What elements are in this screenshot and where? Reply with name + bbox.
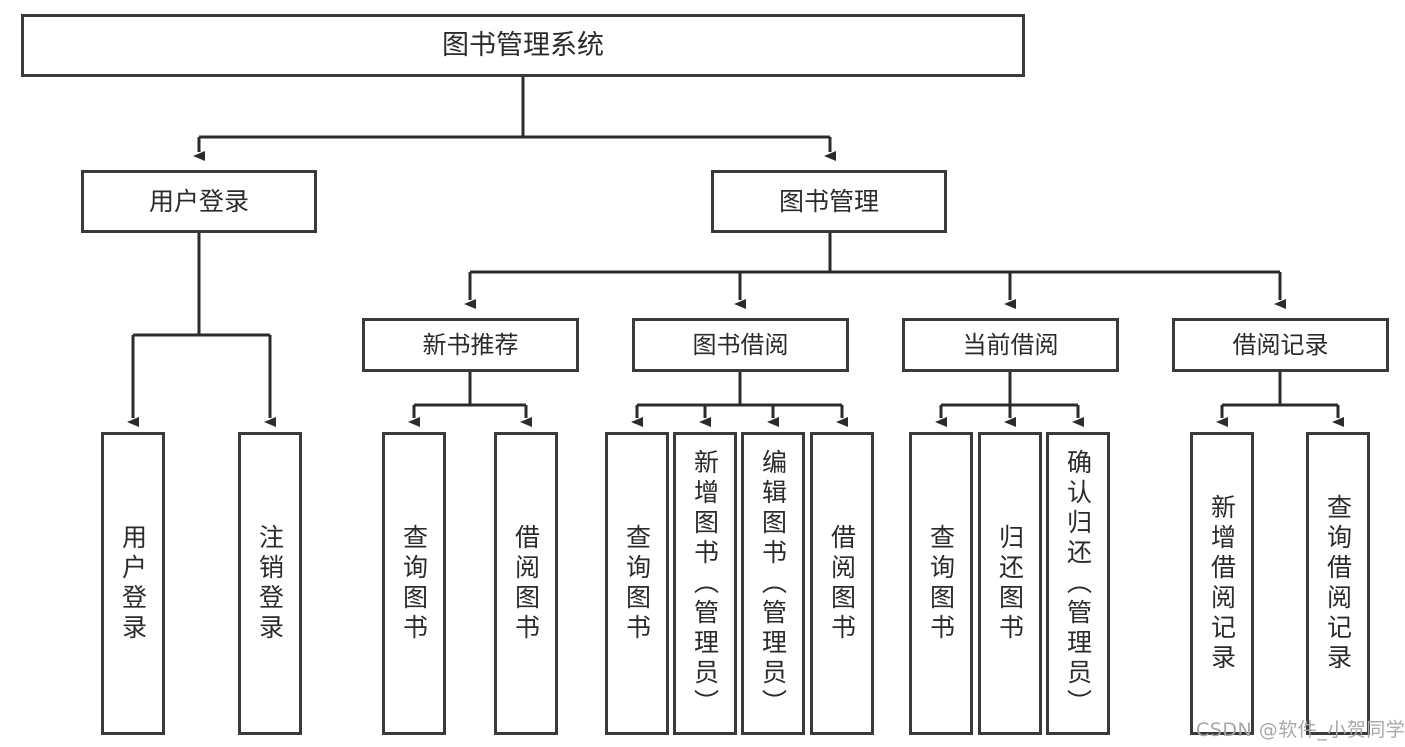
node-user-login[interactable]: 用户登录 [81, 170, 317, 233]
leaf-query-book-3[interactable]: 查询图书 [909, 432, 973, 735]
leaf-query-book-3-label: 查询图书 [926, 523, 956, 644]
leaf-user-login-label: 用户登录 [118, 523, 148, 644]
node-borrow-record[interactable]: 借阅记录 [1172, 318, 1389, 372]
leaf-borrow-book-2[interactable]: 借阅图书 [810, 432, 874, 735]
leaf-add-book-label: 新增图书（管理员） [690, 448, 720, 719]
leaf-add-record-label: 新增借阅记录 [1207, 493, 1237, 674]
node-current-borrow-label: 当前借阅 [962, 330, 1059, 359]
node-book-borrow[interactable]: 图书借阅 [632, 318, 849, 372]
leaf-return-book[interactable]: 归还图书 [978, 432, 1042, 735]
leaf-query-book-1[interactable]: 查询图书 [382, 432, 446, 735]
leaf-add-record[interactable]: 新增借阅记录 [1190, 432, 1254, 735]
leaf-add-book[interactable]: 新增图书（管理员） [673, 432, 737, 735]
leaf-return-book-label: 归还图书 [995, 523, 1025, 644]
leaf-edit-book-label: 编辑图书（管理员） [758, 448, 788, 719]
leaf-query-record-label: 查询借阅记录 [1323, 493, 1353, 674]
node-root-label: 图书管理系统 [442, 29, 604, 61]
node-borrow-record-label: 借阅记录 [1232, 330, 1329, 359]
leaf-query-book-2-label: 查询图书 [622, 523, 652, 644]
node-new-book-recommend[interactable]: 新书推荐 [362, 318, 579, 372]
node-user-login-label: 用户登录 [148, 186, 249, 216]
leaf-edit-book[interactable]: 编辑图书（管理员） [741, 432, 805, 735]
node-new-book-recommend-label: 新书推荐 [422, 330, 519, 359]
leaf-logout-login-label: 注销登录 [255, 523, 285, 644]
leaf-query-record[interactable]: 查询借阅记录 [1306, 432, 1370, 735]
node-current-borrow[interactable]: 当前借阅 [902, 318, 1119, 372]
watermark: CSDN @软件_小贺同学 [1196, 719, 1405, 741]
leaf-confirm-return[interactable]: 确认归还（管理员） [1046, 432, 1110, 735]
node-book-management-label: 图书管理 [778, 186, 879, 216]
leaf-query-book-2[interactable]: 查询图书 [605, 432, 669, 735]
node-book-borrow-label: 图书借阅 [692, 330, 789, 359]
leaf-borrow-book-1[interactable]: 借阅图书 [494, 432, 558, 735]
node-root[interactable]: 图书管理系统 [21, 14, 1025, 77]
leaf-confirm-return-label: 确认归还（管理员） [1063, 448, 1093, 719]
leaf-borrow-book-2-label: 借阅图书 [827, 523, 857, 644]
leaf-user-login[interactable]: 用户登录 [101, 432, 165, 735]
leaf-logout-login[interactable]: 注销登录 [238, 432, 302, 735]
node-book-management[interactable]: 图书管理 [711, 170, 947, 233]
leaf-borrow-book-1-label: 借阅图书 [511, 523, 541, 644]
leaf-query-book-1-label: 查询图书 [399, 523, 429, 644]
